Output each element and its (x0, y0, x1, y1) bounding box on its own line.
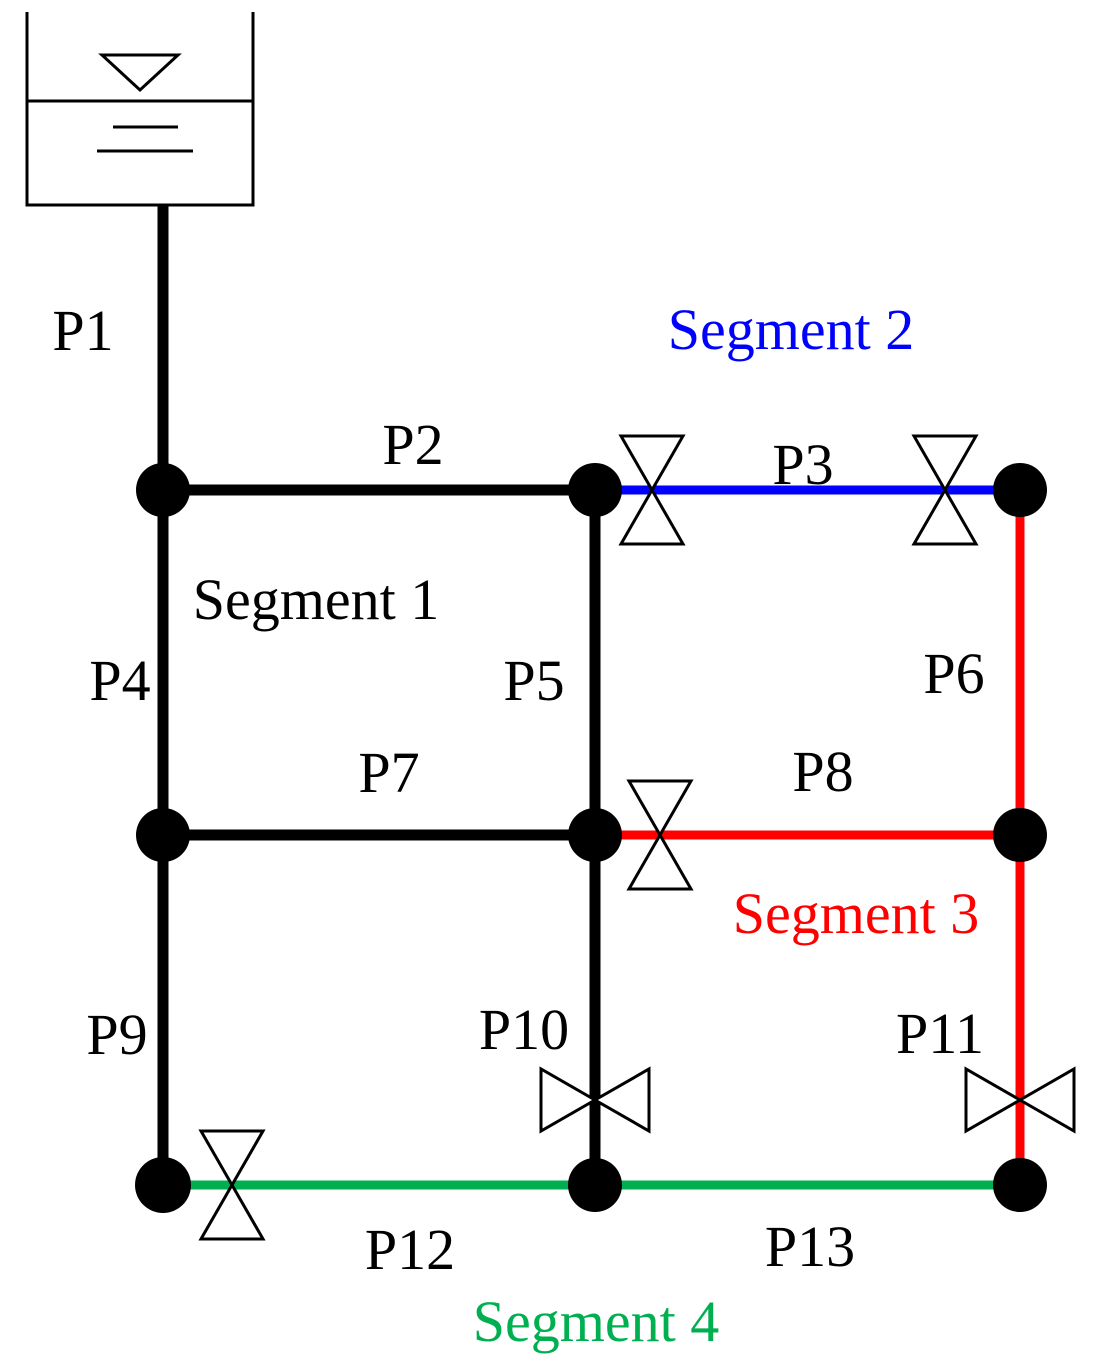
valve-triangle (198, 1129, 266, 1189)
valve-triangle (198, 1181, 266, 1241)
valve-triangle (626, 831, 694, 891)
valve-triangle (618, 486, 686, 546)
pipe-label-p10: P10 (479, 997, 569, 1062)
tank-outline (25, 12, 255, 207)
valve-triangle (911, 486, 979, 546)
pipe-label-p4: P4 (89, 648, 150, 713)
pipe-label-p8: P8 (792, 739, 853, 804)
valve-triangle (626, 779, 694, 839)
valve-icon-p10-south (539, 1066, 651, 1134)
node-4 (136, 808, 190, 862)
valve-triangle (618, 434, 686, 494)
node-6 (993, 808, 1047, 862)
node-2 (568, 463, 622, 517)
pipe-label-p2: P2 (382, 412, 443, 477)
valve-triangle (539, 1066, 599, 1134)
node-1 (136, 463, 190, 517)
pipe-label-p12: P12 (365, 1217, 455, 1282)
valve-icon-p3-west (618, 434, 686, 546)
pipe-label-p3: P3 (772, 432, 833, 497)
segment-label-4: Segment 4 (473, 1289, 719, 1354)
node-5 (568, 808, 622, 862)
segment-label-1: Segment 1 (193, 567, 439, 632)
valve-icon-p11-south (964, 1066, 1076, 1134)
valve-icon-p12-west (198, 1129, 266, 1241)
pipe-label-p1: P1 (52, 298, 113, 363)
valve-triangle (911, 434, 979, 494)
valve-triangle (1016, 1066, 1076, 1134)
pipe-label-p9: P9 (86, 1002, 147, 1067)
reservoir-icon (25, 12, 255, 207)
valve-triangle (591, 1066, 651, 1134)
valve-icon-p8-west (626, 779, 694, 891)
water-surface-triangle-icon (98, 53, 182, 93)
node-9 (993, 1158, 1047, 1212)
node-7 (135, 1157, 191, 1213)
pipe-label-p5: P5 (503, 648, 564, 713)
node-8 (568, 1158, 622, 1212)
segment-label-2: Segment 2 (668, 297, 914, 362)
valve-triangle (964, 1066, 1024, 1134)
pipe-label-p6: P6 (923, 641, 984, 706)
pipe-label-p11: P11 (896, 1001, 984, 1066)
pipe-label-p13: P13 (765, 1214, 855, 1279)
valve-icon-p3-east (911, 434, 979, 546)
node-3 (993, 463, 1047, 517)
pipe-label-p7: P7 (358, 740, 419, 805)
segment-label-3: Segment 3 (733, 881, 979, 946)
